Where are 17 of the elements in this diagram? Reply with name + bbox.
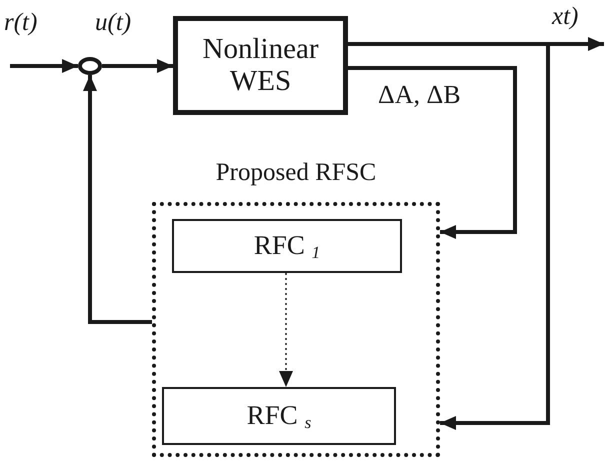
- arrow: [348, 66, 517, 239]
- summing-junction: [78, 57, 102, 75]
- process-box: [173, 16, 348, 115]
- box-label: Nonlinear WES: [202, 34, 320, 98]
- box-label: RFC $_{s}$: [246, 401, 312, 431]
- group-heading: Proposed RFSC: [214, 160, 378, 185]
- arrow: [10, 59, 78, 73]
- edge-label: ΔA, ΔB: [378, 82, 461, 108]
- process-box: [172, 219, 402, 273]
- process-box: [162, 387, 396, 445]
- edge-label: r(t): [4, 10, 38, 35]
- arrow: [83, 75, 152, 324]
- edge-label: u(t): [95, 10, 132, 35]
- arrow: [279, 273, 293, 387]
- edge-label: xt): [552, 4, 578, 29]
- box-label: RFC $_{1}$: [254, 231, 320, 261]
- arrow: [102, 59, 173, 73]
